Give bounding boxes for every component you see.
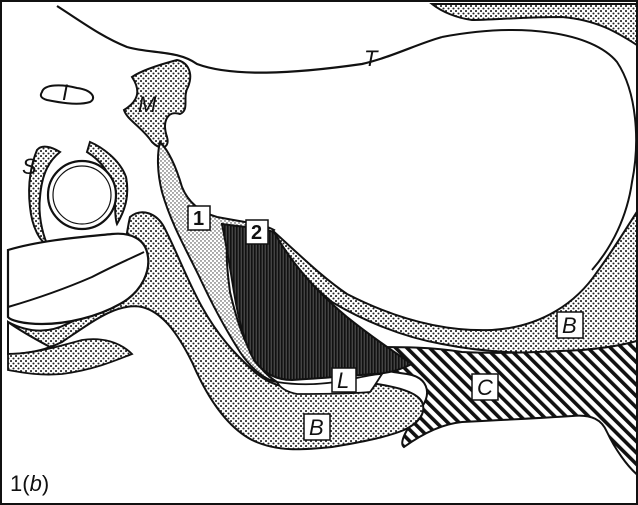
- label-I: I: [62, 80, 68, 105]
- label-L: L: [337, 368, 349, 393]
- round-foramen: [48, 161, 116, 229]
- figure-panel-letter: b: [30, 471, 42, 496]
- label-B-lower: B: [309, 415, 324, 440]
- label-M: M: [138, 92, 157, 117]
- figure-number: 1: [10, 471, 22, 496]
- label-1: 1: [193, 208, 204, 230]
- M-dotted-region: [124, 60, 190, 147]
- T-boundary-line: [57, 6, 442, 73]
- label-B-upper: B: [562, 313, 577, 338]
- label-2: 2: [251, 222, 262, 244]
- label-S: S: [22, 154, 37, 179]
- label-C: C: [477, 375, 493, 400]
- left-lobe-structure: [8, 234, 148, 324]
- T-right-boundary: [442, 30, 636, 270]
- label-T: T: [364, 46, 379, 71]
- upper-right-dotted-region: [432, 4, 638, 47]
- figure-caption: 1(b): [10, 471, 49, 497]
